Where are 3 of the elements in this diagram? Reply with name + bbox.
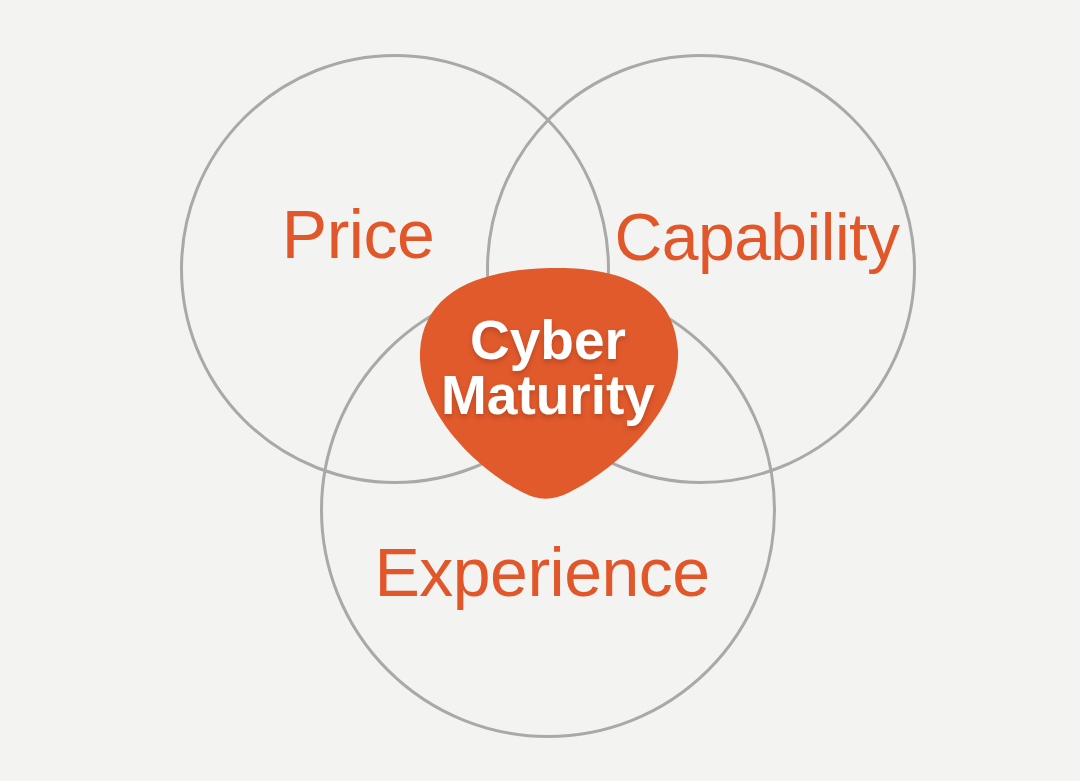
circle-label: Experience: [374, 534, 710, 610]
circle-label: Capability: [614, 200, 900, 274]
circle-label: Price: [281, 196, 435, 272]
